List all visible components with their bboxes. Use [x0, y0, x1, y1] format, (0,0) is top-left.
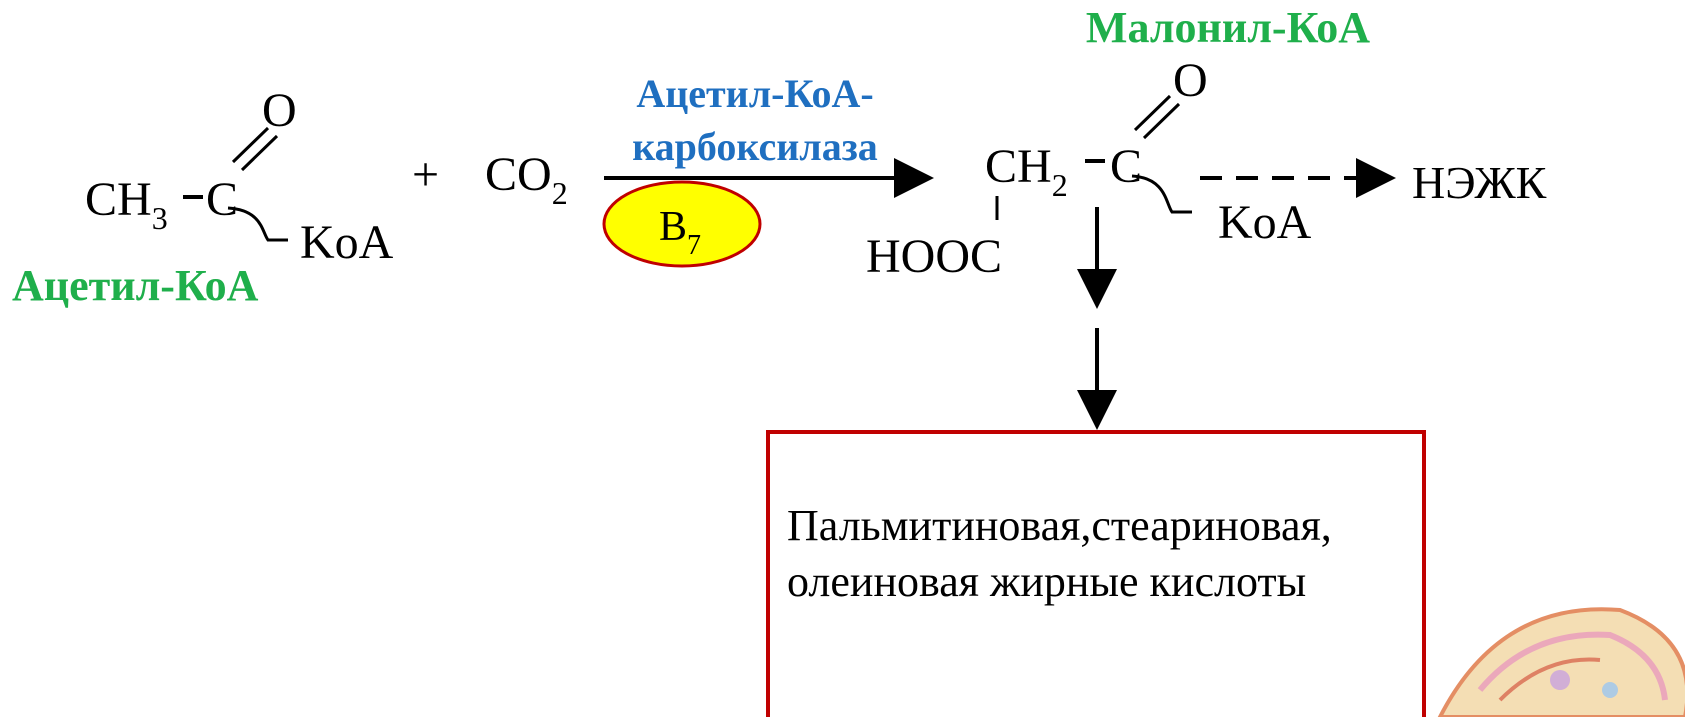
cell-logo-watermark	[1437, 607, 1685, 717]
product-box-line1: Пальмитиновая,стеариновая,	[787, 501, 1332, 550]
malonyl-coa-thioester-bond	[1131, 174, 1192, 214]
malonyl-hooc-text: HOOC	[866, 230, 1002, 283]
malonyl-ch2-text: CH2	[985, 140, 1068, 203]
enzyme-label-line2: карбоксилаза	[632, 124, 878, 169]
malonyl-double-bond-a	[1133, 94, 1172, 132]
acetyl-ch3-text: CH3	[85, 173, 168, 236]
acetyl-coa-thioester-bond	[227, 206, 288, 242]
malonyl-carbon-text: C	[1110, 140, 1142, 193]
product-box-line2: олеиновая жирные кислоты	[787, 557, 1306, 606]
malonyl-coa-structure: CH2 C O KoA HOOC	[866, 54, 1312, 283]
product-box	[766, 430, 1426, 717]
acetyl-coa-label: Ацетил-КоА	[12, 261, 259, 310]
co2-text: CO2	[485, 148, 568, 211]
nefa-text: НЭЖК	[1412, 157, 1547, 208]
acetyl-double-bond-b	[240, 134, 279, 172]
malonyl-coa-text: KoA	[1218, 196, 1312, 249]
cofactor-ellipse	[602, 180, 762, 268]
cofactor-text: B7	[659, 204, 701, 261]
malonyl-double-bond-b	[1142, 102, 1181, 140]
acetyl-double-bond-a	[231, 126, 270, 164]
acetyl-oxygen-text: O	[262, 84, 297, 137]
acetyl-coa-text: KoA	[300, 216, 394, 269]
malonyl-coa-label: Малонил-КоА	[1086, 3, 1370, 52]
acetyl-carbon-text: C	[206, 173, 238, 226]
plus-sign: +	[412, 148, 439, 201]
malonyl-oxygen-text: O	[1173, 54, 1208, 107]
enzyme-label-line1: Ацетил-КоА-	[636, 71, 873, 116]
acetyl-coa-structure: CH3 C O KoA	[85, 84, 394, 269]
